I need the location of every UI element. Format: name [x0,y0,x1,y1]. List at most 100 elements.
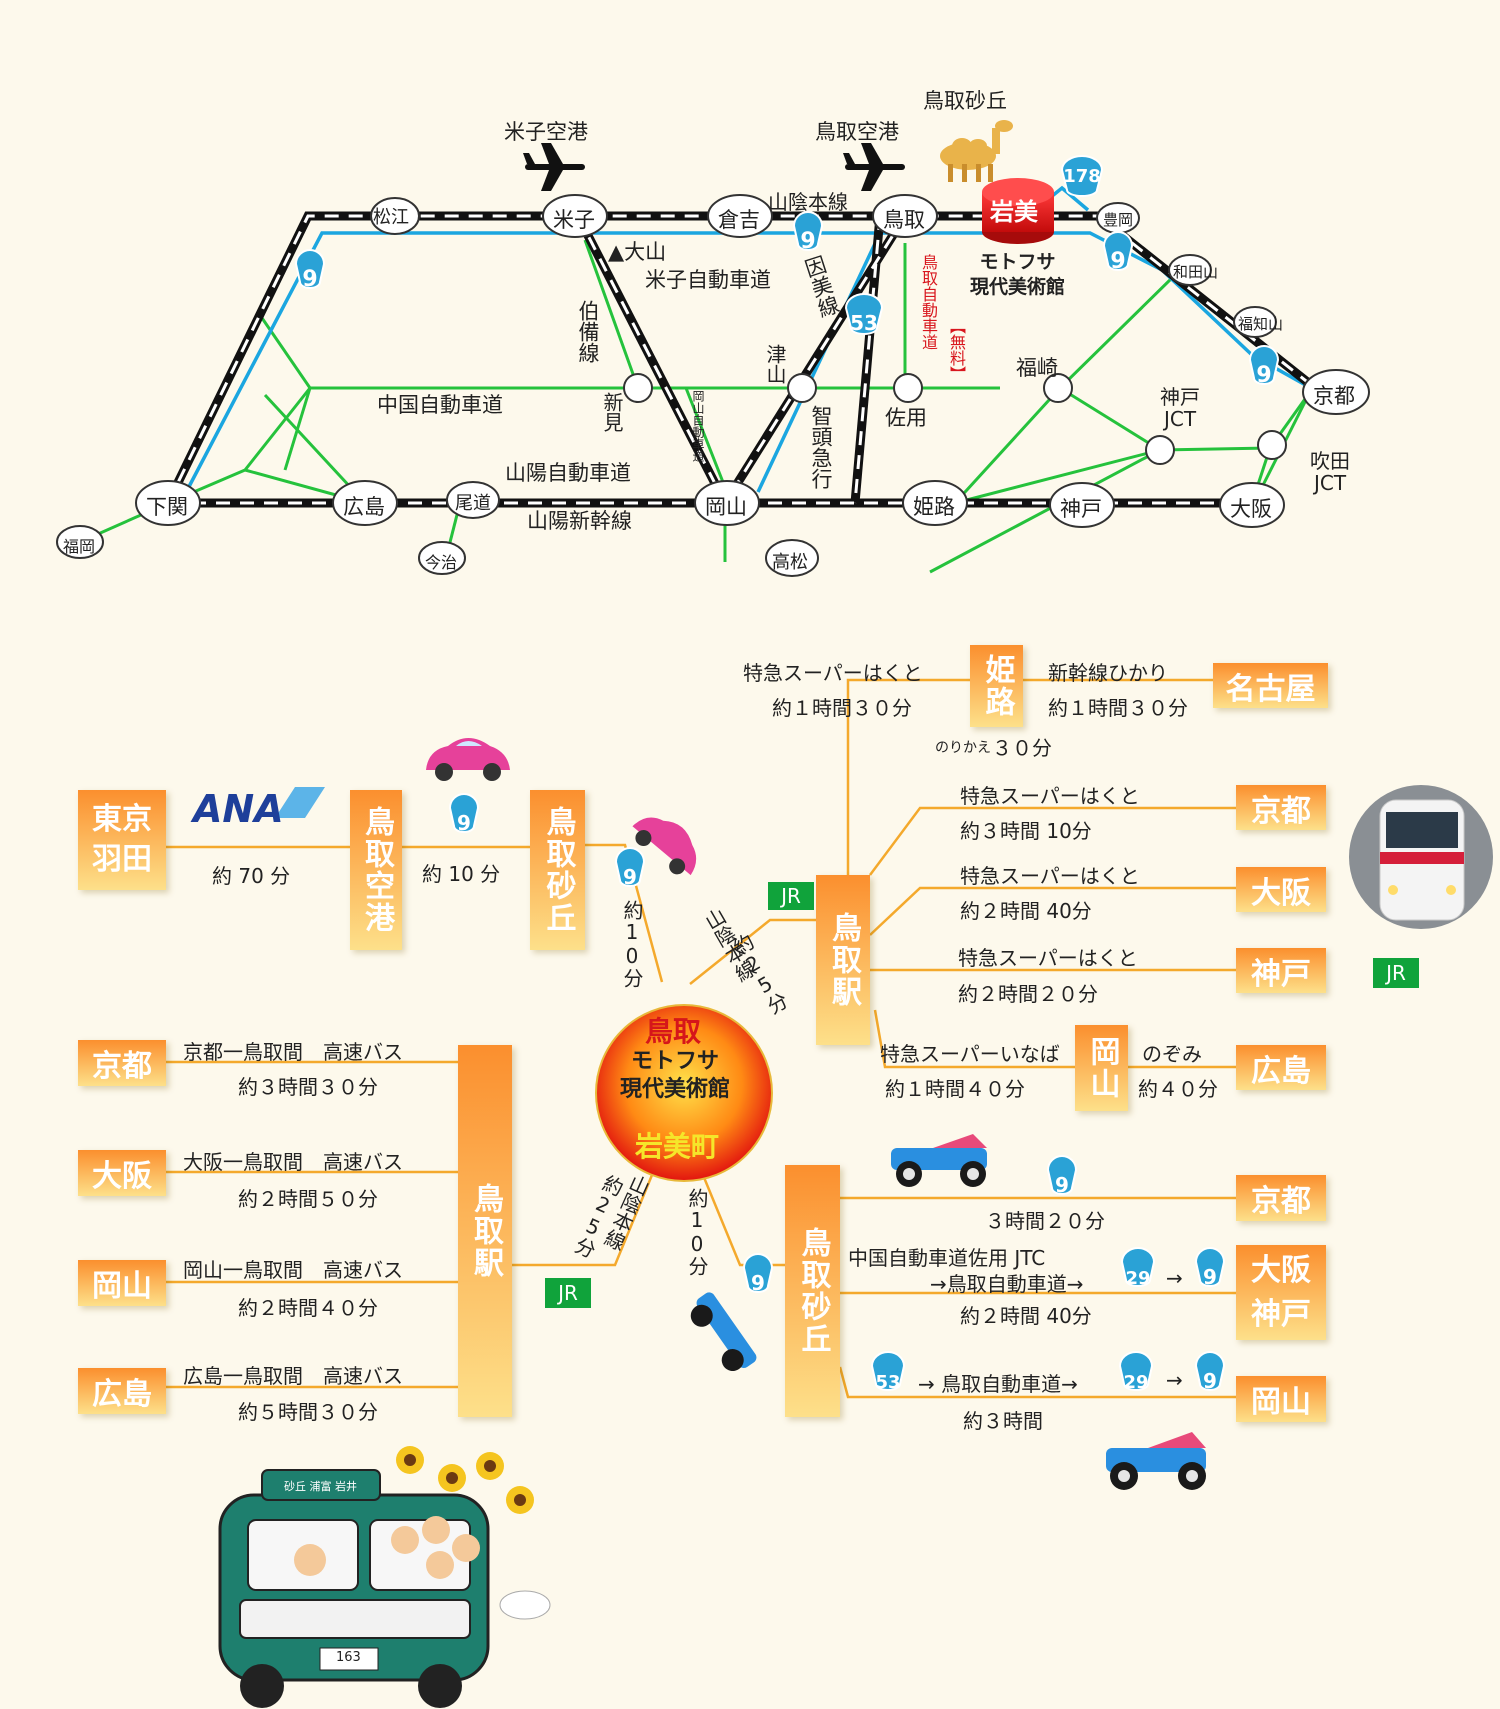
station-himeji: 姫路 [913,495,955,519]
train-hakuto-kobe: 特急スーパーはくと [958,946,1138,970]
blue-vintage-car-icon [1106,1432,1206,1490]
svg-text:9: 9 [800,229,815,254]
svg-text:29: 29 [1123,1372,1148,1393]
car-okayama-time: 約３時間 [963,1409,1043,1433]
station-wadayama: 和田山 [1173,263,1219,281]
label-yonago-airport: 米子空港 [504,120,588,144]
bus-illustration [218,1446,551,1708]
svg-text:9: 9 [1110,249,1125,274]
station-hiroshima: 広島 [343,495,385,519]
station-tottori: 鳥取 [883,208,925,232]
bus-plate: 163 [336,1650,361,1665]
route-badge-9: 9 [1194,1247,1226,1289]
box-sand-dunes-1: 鳥取砂丘 [530,790,585,950]
label-daisen: ▲大山 [608,240,667,264]
label-chugoku-expressway: 中国自動車道 [377,393,503,417]
route-badge-9: 9 [1248,345,1280,388]
label-transfer: のりかえ [935,740,991,756]
bus-osaka-time: 約２時間５０分 [238,1187,378,1211]
box-okayama-car: 岡山 [1236,1376,1326,1422]
station-fukuchiyama: 福知山 [1238,315,1284,333]
label-kobe-jct: 神戸 JCT [1160,385,1200,431]
svg-text:53: 53 [850,311,878,335]
label-chizu-express: 智頭急行 [809,405,833,489]
route-badge-9: 9 [1102,231,1134,274]
station-osaka: 大阪 [1230,497,1272,521]
box-hiroshima-bus: 広島 [78,1368,166,1414]
bus-hiroshima-time: 約５時間３０分 [238,1400,378,1424]
route-badge-178: 178 [1060,155,1104,197]
station-kyoto: 京都 [1313,384,1355,408]
time-osaka: 約２時間 40分 [960,899,1092,923]
route-badge-9: 9 [294,249,326,292]
train-inaba: 特急スーパーいなば [880,1042,1060,1066]
jr-tag: JR [768,882,814,910]
center-tottori: 鳥取 [645,1015,702,1048]
time-nagoya: 約１時間３０分 [1048,696,1188,720]
car-okayama-arrow: → [1166,1368,1183,1392]
route-badge-9: 9 [614,847,646,889]
time-transfer: ３０分 [992,736,1052,760]
time-himeji: 約１時間３０分 [772,696,912,720]
label-sanyo-expressway: 山陽自動車道 [505,461,631,485]
pink-car-icon [632,817,697,876]
jr-tag-right: JR [1373,958,1419,988]
iwami-marker [982,178,1054,244]
time-okayama-jr: 約１時間４０分 [885,1077,1025,1101]
car-osaka-time: 約２時間 40分 [960,1304,1092,1328]
route-badge-29: 29 [1120,1247,1156,1289]
ana-logo-stripes [275,787,325,818]
svg-text:178: 178 [1063,166,1101,187]
route-badge-53: 53 [870,1351,906,1393]
box-okayama-jr: 岡山 [1075,1025,1128,1111]
box-tottori-station-1: 鳥取駅 [816,875,870,1045]
box-okayama-bus: 岡山 [78,1260,166,1306]
car-osaka-arrow: → [1166,1266,1183,1290]
box-osaka-bus: 大阪 [78,1150,166,1196]
box-himeji: 姫路 [970,645,1023,727]
box-osaka-jr: 大阪 [1236,867,1326,912]
station-imabari: 今治 [425,553,458,572]
blue-vintage-car-icon [891,1134,987,1187]
label-yonago-expressway: 米子自動車道 [645,268,771,292]
car-kyoto-time: ３時間２０分 [985,1209,1105,1233]
box-tottori-station-2: 鳥取駅 [458,1045,512,1417]
label-okayama-expressway: 岡山自動車道 [691,390,705,462]
box-kyoto-bus: 京都 [78,1040,166,1086]
box-sand-dunes-2: 鳥取砂丘 [785,1165,840,1417]
route-badge-9: 9 [1194,1351,1226,1393]
route-badge-9: 9 [448,793,480,835]
blue-vintage-car-icon [690,1292,757,1372]
pink-car-icon [426,738,510,781]
label-suita-jct: 吹田 JCT [1310,449,1350,495]
jr-rail-lines [163,211,1323,508]
airplane-icon [523,143,585,191]
station-toyooka: 豊岡 [1103,211,1134,229]
label-niimi: 新見 [600,392,624,432]
station-kobe: 神戸 [1060,497,1102,521]
ana-logo: ANA [193,787,284,831]
label-sayo: 佐用 [885,406,927,430]
bus-osaka-label: 大阪一鳥取間 高速バス [183,1150,403,1174]
time-kyoto: 約３時間 10分 [960,819,1092,843]
svg-text:9: 9 [1256,363,1271,388]
car-okayama-line: → 鳥取自動車道→ [918,1372,1078,1396]
bus-okayama-label: 岡山一鳥取間 高速バス [183,1258,403,1282]
route-badge-53: 53 [844,293,884,335]
time-dunes-museum: 約10分 [620,900,644,988]
center-museum: モトフサ 現代美術館 [620,1049,731,1102]
train-hakuto-himeji: 特急スーパーはくと [743,661,923,685]
station-matsue: 松江 [373,207,409,228]
time-hiroshima-jr: 約４０分 [1138,1077,1218,1101]
label-sand-dunes: 鳥取砂丘 [923,89,1007,113]
svg-text:9: 9 [751,1271,765,1295]
train-hikari: 新幹線ひかり [1048,661,1168,685]
bus-okayama-time: 約２時間４０分 [238,1296,378,1320]
svg-text:9: 9 [623,865,637,889]
route-badge-29: 29 [1118,1351,1154,1393]
train-photo [1349,785,1493,929]
label-fukusaki: 福崎 [1016,356,1058,380]
box-nagoya: 名古屋 [1213,663,1328,708]
